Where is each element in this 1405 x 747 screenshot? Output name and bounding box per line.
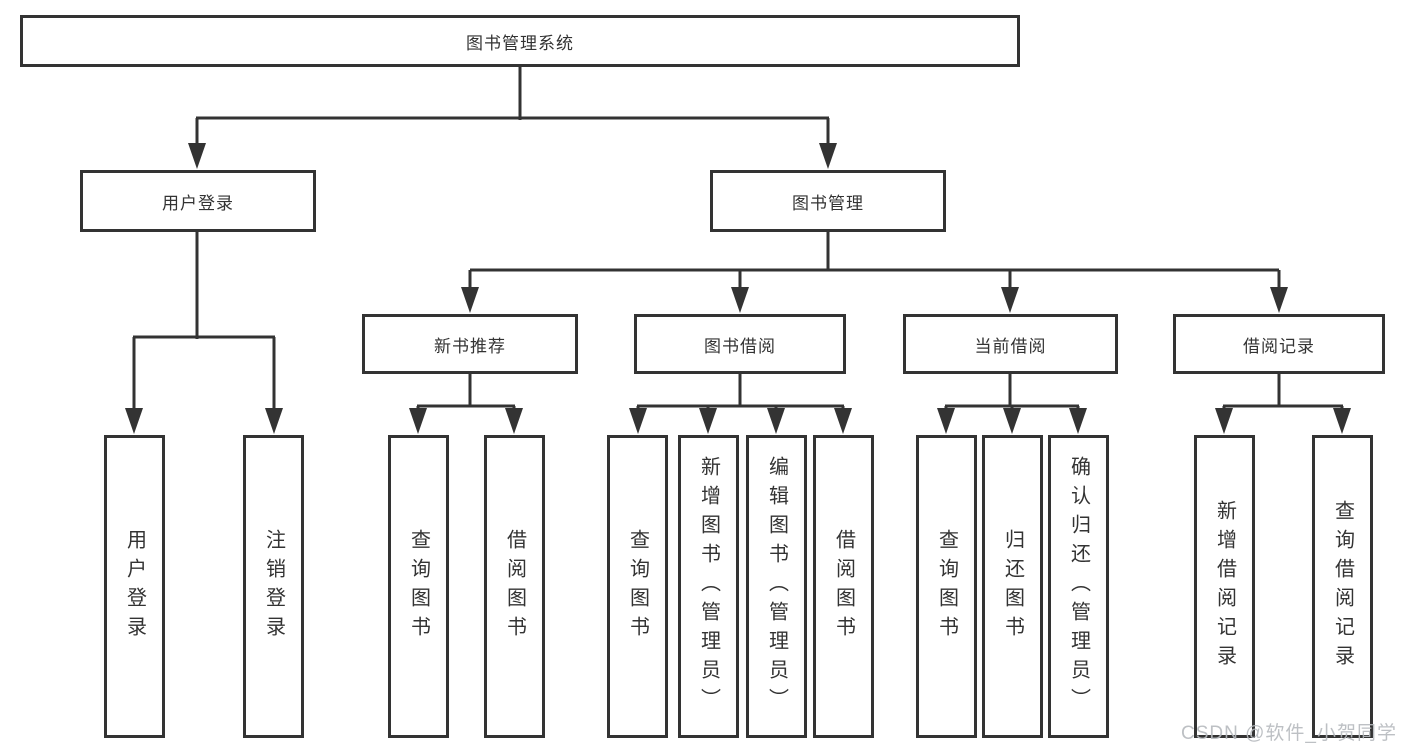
node-label: 注销登录 (262, 528, 285, 645)
leaf-logout-login: 注销登录 (243, 435, 304, 738)
node-label: 借阅记录 (1243, 336, 1315, 356)
leaf-add-books-admin: 新增图书（管理员） (678, 435, 739, 738)
node-label: 查询图书 (626, 528, 649, 645)
node-borrow-records: 借阅记录 (1173, 314, 1385, 374)
node-label: 查询图书 (935, 528, 958, 645)
leaf-edit-books-admin: 编辑图书（管理员） (746, 435, 807, 738)
leaf-query-books-recommend: 查询图书 (388, 435, 449, 738)
leaf-borrow-books-borrow: 借阅图书 (813, 435, 874, 738)
leaf-confirm-return-admin: 确认归还（管理员） (1048, 435, 1109, 738)
watermark: CSDN @软件_小贺同学 (1181, 723, 1397, 744)
node-label: 查询图书 (407, 528, 430, 645)
node-label: 新增借阅记录 (1213, 499, 1236, 674)
node-label: 查询借阅记录 (1331, 499, 1354, 674)
leaf-add-borrow-record: 新增借阅记录 (1194, 435, 1255, 738)
node-book-management: 图书管理 (710, 170, 946, 232)
node-label: 借阅图书 (832, 528, 855, 645)
node-label: 新增图书（管理员） (697, 456, 720, 717)
leaf-query-borrow-record: 查询借阅记录 (1312, 435, 1373, 738)
node-label: 用户登录 (123, 528, 146, 645)
node-label: 编辑图书（管理员） (765, 456, 788, 717)
node-label: 归还图书 (1001, 528, 1024, 645)
node-label: 图书管理 (792, 193, 864, 213)
leaf-return-books: 归还图书 (982, 435, 1043, 738)
node-label: 用户登录 (162, 193, 234, 213)
node-root: 图书管理系统 (20, 15, 1020, 67)
node-new-book-recommend: 新书推荐 (362, 314, 578, 374)
node-label: 确认归还（管理员） (1067, 456, 1090, 717)
node-label: 图书管理系统 (466, 33, 574, 53)
node-user-login: 用户登录 (80, 170, 316, 232)
leaf-user-login: 用户登录 (104, 435, 165, 738)
leaf-query-books-current: 查询图书 (916, 435, 977, 738)
leaf-borrow-books-recommend: 借阅图书 (484, 435, 545, 738)
node-label: 当前借阅 (974, 336, 1047, 356)
node-book-borrow: 图书借阅 (634, 314, 846, 374)
node-current-borrow: 当前借阅 (903, 314, 1118, 374)
node-label: 新书推荐 (434, 336, 506, 356)
node-label: 图书借阅 (704, 336, 776, 356)
node-label: 借阅图书 (503, 528, 526, 645)
leaf-query-books-borrow: 查询图书 (607, 435, 668, 738)
